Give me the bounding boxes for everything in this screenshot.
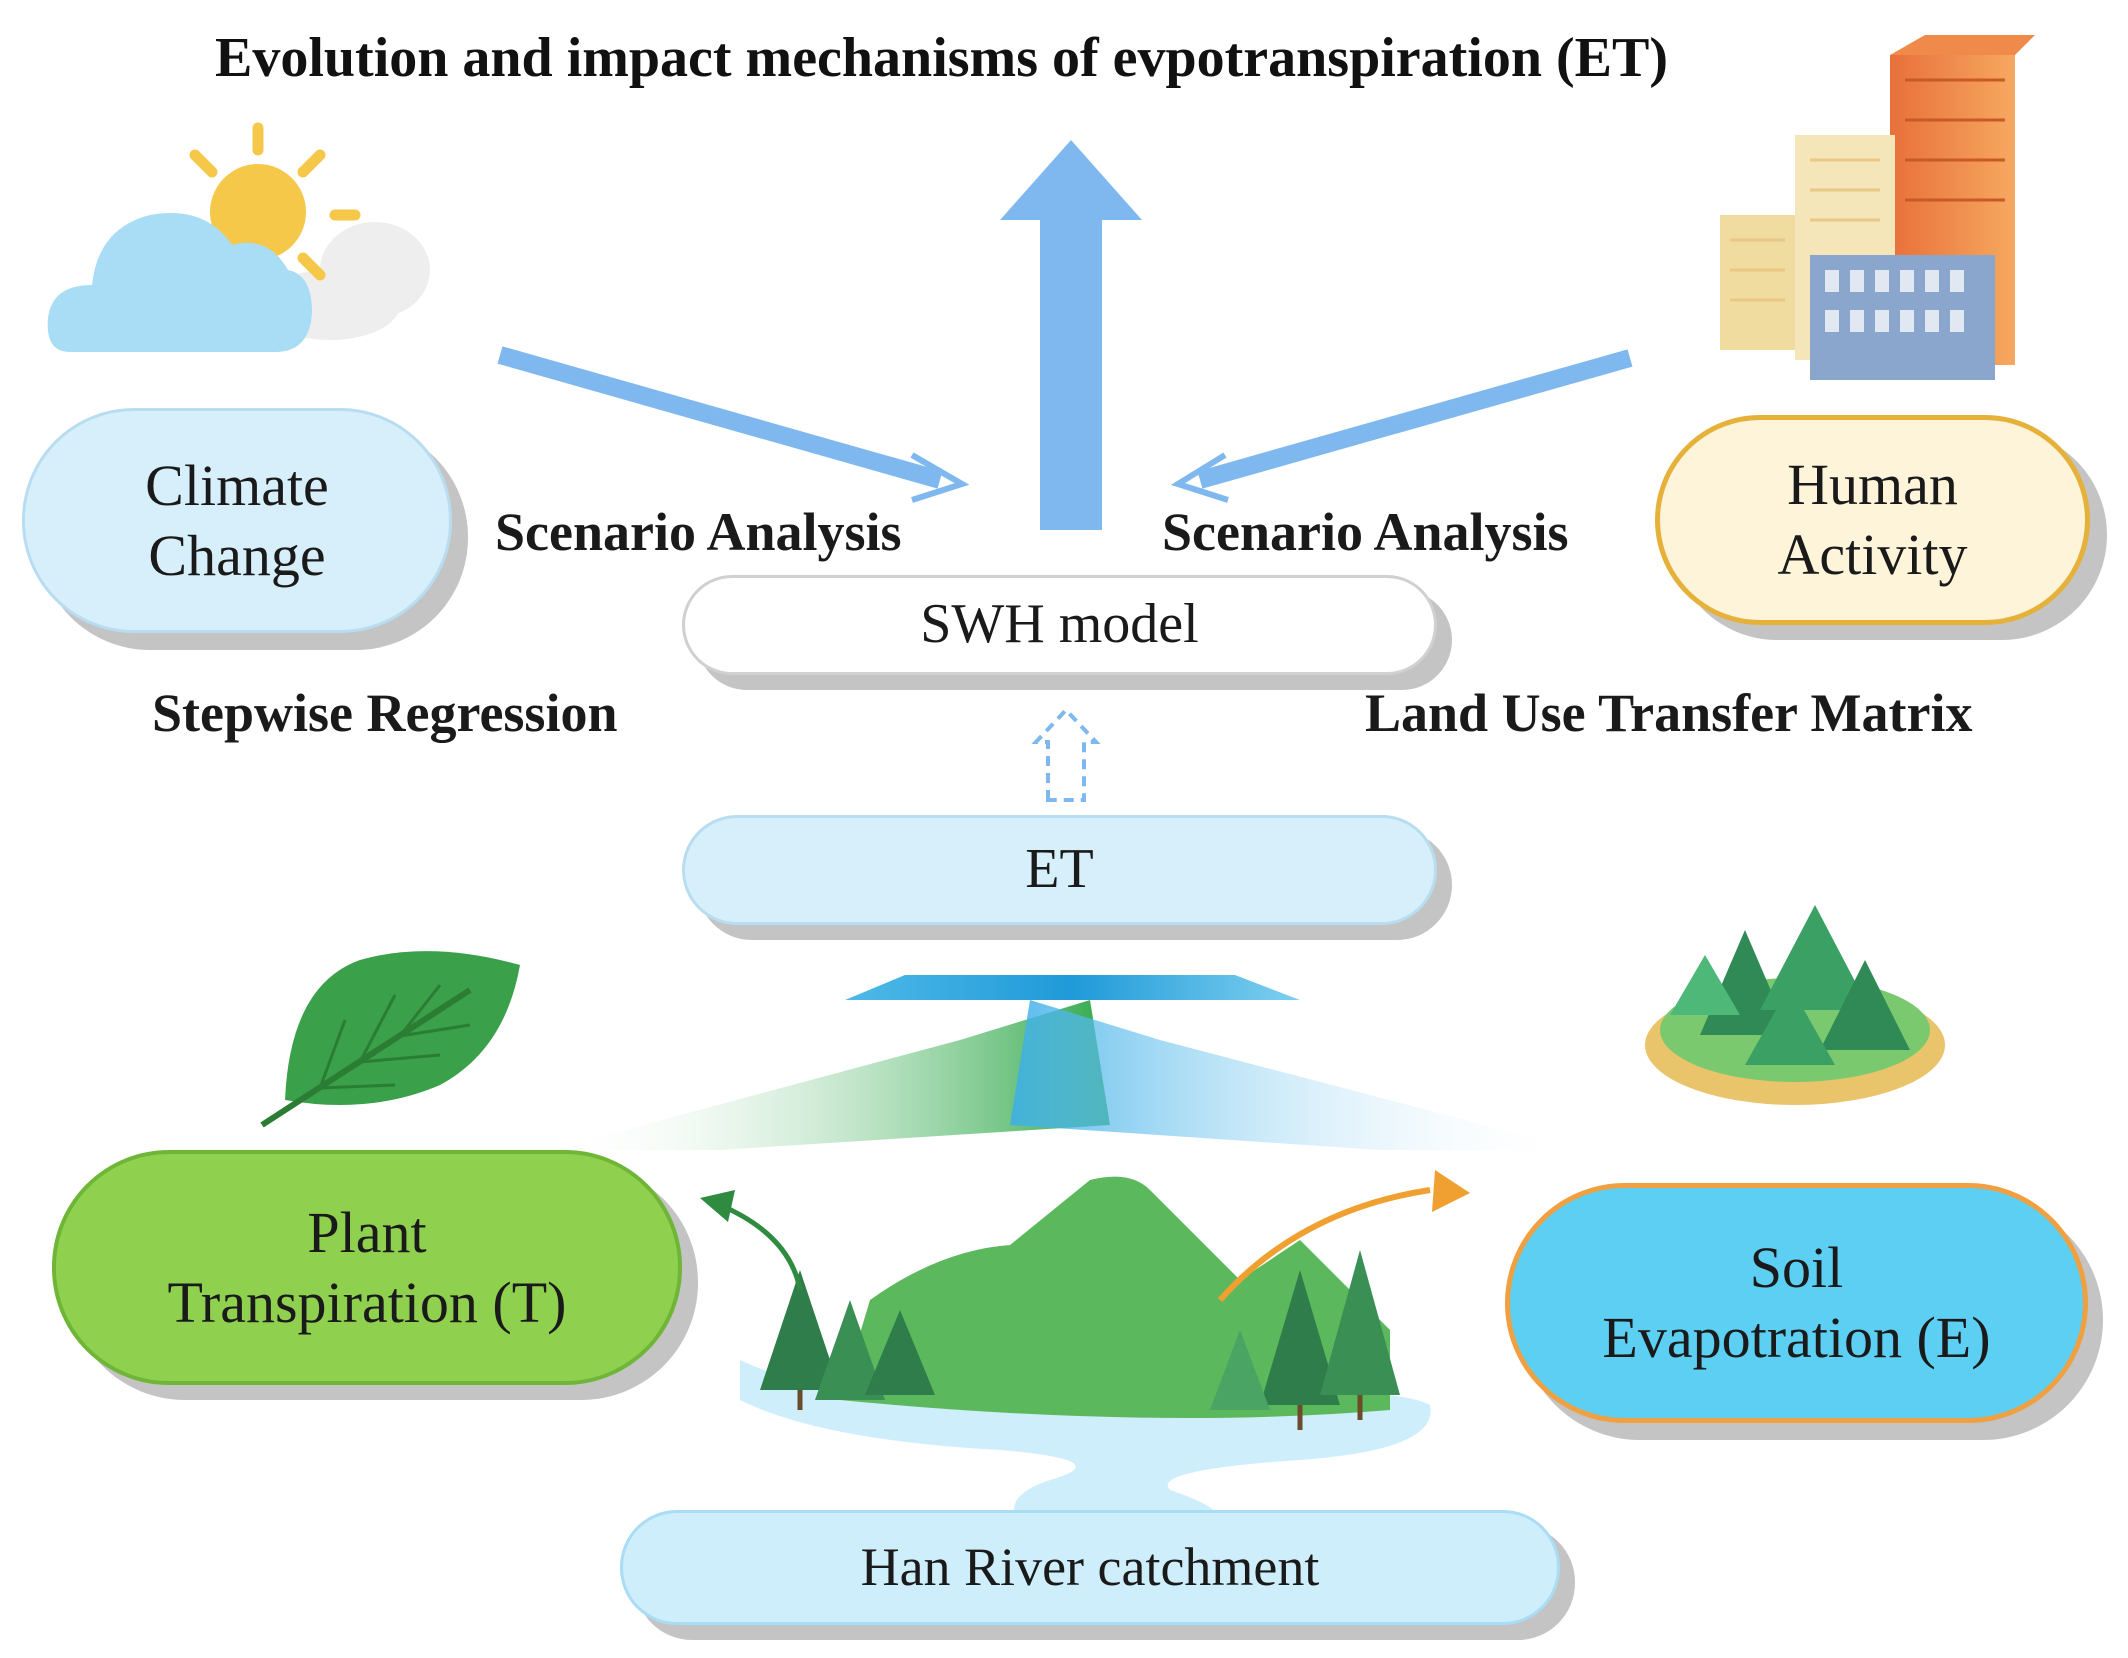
swh-model-node: SWH model [682, 575, 1437, 675]
climate-change-label-line2: Change [148, 522, 326, 588]
buildings-icon [1720, 35, 2035, 380]
diagram-title: Evolution and impact mechanisms of evpot… [215, 27, 1668, 89]
arrow-human-to-swh [1170, 349, 1633, 503]
cloud-sun-icon [47, 122, 430, 352]
soil-evaporation-label-line1: Soil [1749, 1235, 1844, 1301]
mountain-landscape-icon [700, 1170, 1470, 1535]
leaf-icon [260, 951, 520, 1128]
land-use-transfer-matrix-label: Land Use Transfer Matrix [1365, 683, 1973, 743]
arrow-climate-to-swh [497, 346, 970, 503]
climate-change-node: Climate Change [22, 408, 452, 633]
scenario-analysis-left: Scenario Analysis [495, 502, 902, 562]
scenario-analysis-right: Scenario Analysis [1162, 502, 1569, 562]
plant-transpiration-label-line2: Transpiration (T) [167, 1269, 567, 1335]
human-activity-node: Human Activity [1655, 415, 2090, 625]
dashed-arrow-et-to-swh [1031, 707, 1101, 802]
stepwise-regression-label: Stepwise Regression [152, 683, 618, 743]
evaporation-streams [550, 975, 1580, 1150]
han-river-catchment-label: Han River catchment [860, 1537, 1320, 1598]
arrow-to-title [1000, 140, 1142, 530]
climate-change-label-line1: Climate [145, 452, 329, 518]
plant-transpiration-node: Plant Transpiration (T) [52, 1150, 682, 1385]
et-node: ET [682, 815, 1437, 925]
soil-evaporation-label-line2: Evapotration (E) [1602, 1305, 1991, 1370]
et-label: ET [1025, 838, 1094, 901]
forest-island-icon [1645, 905, 1945, 1105]
plant-transpiration-label-line1: Plant [307, 1199, 427, 1265]
human-activity-label-line2: Activity [1777, 522, 1968, 587]
soil-evaporation-node: Soil Evapotration (E) [1505, 1183, 2088, 1423]
human-activity-label-line1: Human [1787, 452, 1958, 518]
han-river-catchment-node: Han River catchment [620, 1510, 1560, 1625]
swh-model-label: SWH model [920, 593, 1199, 656]
